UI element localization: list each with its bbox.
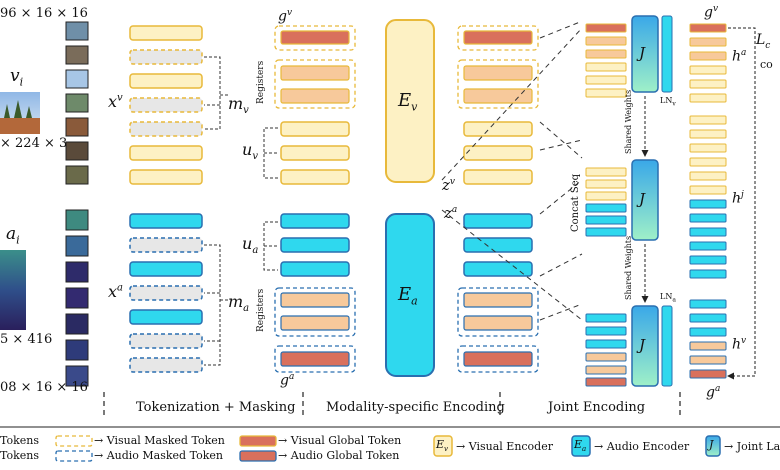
za-label: za bbox=[444, 204, 458, 222]
layernorm-visual bbox=[661, 15, 673, 93]
visual-dim-top-label: 96 × 16 × 16 bbox=[0, 6, 88, 21]
visual-encoder-label: Ev bbox=[398, 90, 418, 114]
joint-mid-token-stack bbox=[585, 167, 627, 237]
visual-input-label: vi bbox=[10, 66, 24, 89]
audio-encoder-input-stack bbox=[274, 213, 356, 373]
section-joint-encoding: Joint Encoding bbox=[548, 400, 646, 415]
ga-right-label: ga bbox=[706, 384, 721, 401]
mask-bracket-audio bbox=[204, 244, 228, 366]
mv-label: mv bbox=[228, 94, 249, 117]
audio-encoder-output-stack bbox=[457, 213, 539, 373]
ha-label: ha bbox=[732, 48, 747, 65]
layernorm-audio bbox=[661, 305, 673, 387]
legend-audio-encoder: → Audio Encoder bbox=[594, 440, 690, 453]
legend-audio-masked-swatch bbox=[55, 450, 93, 462]
gv-right-label: gv bbox=[704, 4, 719, 21]
legend-visual-encoder-symbol: Ev bbox=[436, 438, 448, 454]
joint-layer-top-label: J bbox=[639, 44, 646, 62]
visual-token-stack bbox=[129, 25, 203, 185]
legend-visual-global-swatch bbox=[239, 435, 277, 447]
audio-encoder-label: Ea bbox=[398, 284, 418, 308]
joint-top-token-stack bbox=[585, 23, 627, 98]
ma-label: ma bbox=[228, 292, 250, 315]
uv-label: uv bbox=[242, 140, 258, 163]
legend-visual-masked-swatch bbox=[55, 435, 93, 447]
legend-visual-encoder-swatch bbox=[433, 435, 453, 457]
hv-label: hv bbox=[732, 336, 747, 353]
legend-audio-encoder-swatch bbox=[571, 435, 591, 457]
legend-audio-global: → Audio Global Token bbox=[278, 449, 400, 462]
visual-patch-column bbox=[65, 21, 89, 185]
ua-label: ua bbox=[242, 234, 259, 257]
legend-visual-global: → Visual Global Token bbox=[278, 434, 402, 447]
output-token-stack bbox=[689, 23, 727, 379]
visual-image-dim-label: × 224 × 3 bbox=[0, 136, 68, 151]
unmasked-bracket-audio bbox=[263, 221, 278, 271]
visual-input-image bbox=[0, 92, 40, 134]
visual-encoder-input-stack bbox=[274, 25, 356, 185]
registers-top-label: Registers bbox=[256, 60, 266, 104]
zv-label: zv bbox=[442, 176, 455, 194]
contrastive-loss-bracket bbox=[727, 27, 756, 380]
contrastive-loss-label: Lc bbox=[756, 32, 771, 51]
audio-encoder-block bbox=[385, 213, 435, 377]
legend-joint-layer-swatch bbox=[705, 435, 721, 457]
routing-lines bbox=[441, 21, 583, 321]
audio-spectrogram bbox=[0, 250, 26, 330]
unmasked-bracket-visual bbox=[263, 127, 278, 179]
concat-seq-label: Concat Seq bbox=[570, 173, 581, 232]
shared-weights-label-2: Shared Weights bbox=[624, 235, 633, 300]
joint-layer-mid-label: J bbox=[639, 190, 646, 208]
legend-visual-masked: → Visual Masked Token bbox=[94, 434, 225, 447]
visual-encoder-block bbox=[385, 19, 435, 183]
xa-label: xa bbox=[108, 282, 123, 301]
xv-label: xv bbox=[108, 92, 123, 111]
audio-token-stack bbox=[129, 213, 203, 373]
audio-dim-bottom-label: 08 × 16 × 16 bbox=[0, 380, 88, 395]
audio-input-label: ai bbox=[6, 224, 20, 247]
registers-bottom-label: Registers bbox=[256, 288, 266, 332]
section-modality-encoding: Modality-specific Encoding bbox=[326, 400, 505, 415]
joint-layer-mid bbox=[631, 159, 659, 241]
contrastive-loss-cut-label: co bbox=[760, 58, 773, 71]
mask-bracket-visual bbox=[204, 56, 228, 130]
legend-audio-global-swatch bbox=[239, 450, 277, 462]
legend-visual-encoder: → Visual Encoder bbox=[456, 440, 553, 453]
hj-label: hj bbox=[732, 190, 744, 207]
legend-audio-masked: → Audio Masked Token bbox=[94, 449, 223, 462]
joint-layer-top bbox=[631, 15, 659, 93]
visual-encoder-output-stack bbox=[457, 25, 539, 185]
layernorm-visual-label: LNv bbox=[660, 96, 676, 108]
shared-weights-label-1: Shared Weights bbox=[624, 89, 633, 154]
gv-top-label: gv bbox=[278, 8, 293, 25]
section-dividers bbox=[103, 392, 681, 418]
legend-visual-tokens: Tokens bbox=[0, 434, 40, 447]
legend-audio-encoder-symbol: Ea bbox=[574, 438, 587, 454]
audio-dim-label: 5 × 416 bbox=[0, 332, 53, 347]
legend-joint-layer: → Joint La bbox=[724, 440, 780, 453]
ga-bottom-label: ga bbox=[280, 372, 295, 389]
joint-layer-bot-label: J bbox=[639, 336, 646, 354]
audio-patch-column bbox=[65, 209, 89, 387]
legend-joint-symbol: J bbox=[709, 438, 714, 451]
joint-layer-bot bbox=[631, 305, 659, 387]
joint-bot-token-stack bbox=[585, 313, 627, 387]
legend-audio-tokens: Tokens bbox=[0, 449, 40, 462]
layernorm-audio-label: LNa bbox=[660, 292, 676, 304]
section-tokenization: Tokenization + Masking bbox=[136, 400, 296, 415]
